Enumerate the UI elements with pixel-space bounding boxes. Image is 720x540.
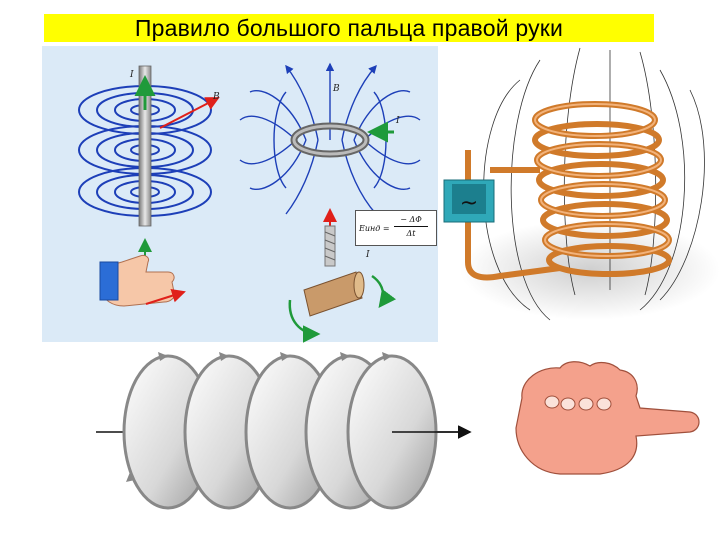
straight-wire-diagram [78,65,220,262]
equation-lhs: Eинд = [359,224,390,233]
page-title: Правило большого пальца правой руки [134,14,564,41]
coil-loops-diagram [96,352,472,510]
current-label-bottom: I [366,250,370,260]
title-banner: Правило большого пальца правой руки [44,14,654,42]
solenoid-diagram [443,47,720,321]
ac-source-label: ~ [460,191,478,216]
current-label-top: I [130,70,134,80]
induction-label-mid: B [333,84,340,94]
thumb-hand-icon [99,255,186,307]
equation-fraction: − ΔΦ Δt [394,215,428,238]
current-label-ring: I [396,116,400,126]
ring-coil-diagram [239,62,421,343]
faraday-equation: Eинд = − ΔΦ Δt [355,210,437,246]
equation-denominator: Δt [406,229,416,238]
equation-numerator: − ΔΦ [400,215,422,224]
right-hand-icon [515,361,700,475]
fraction-line [394,226,428,227]
induction-label-left: B [213,92,220,102]
